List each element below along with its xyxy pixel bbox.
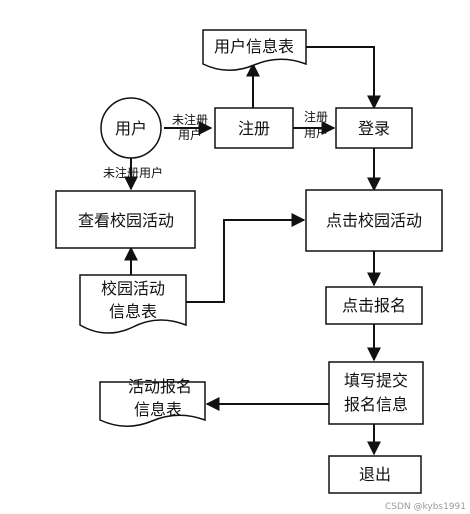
edge-activity-table-to-click (186, 213, 306, 303)
click-signup-label: 点击报名 (342, 296, 406, 315)
click-activity-label: 点击校园活动 (326, 211, 422, 230)
register-node (214, 107, 294, 149)
view-activities-label: 查看校园活动 (78, 211, 174, 230)
exit-node (328, 455, 422, 494)
edge-label-registered-2: 用户 (304, 125, 328, 140)
edge-label-unregistered-1: 未注册 (172, 112, 208, 127)
click-activity-node (305, 189, 443, 252)
signup-table-node (99, 381, 206, 427)
user-node (100, 97, 162, 159)
activity-table-node (79, 274, 187, 334)
user-label: 用户 (115, 119, 147, 138)
view-activities-node (55, 190, 196, 249)
register-label: 注册 (238, 119, 270, 138)
fill-info-node (328, 361, 424, 425)
login-label: 登录 (358, 119, 390, 138)
click-signup-node (325, 286, 423, 325)
edge-user-table-to-login (306, 46, 381, 110)
user-info-table-node (202, 29, 307, 71)
login-node (335, 107, 413, 149)
activity-table-label-2: 信息表 (109, 302, 157, 321)
fill-info-label-1: 填写提交 (344, 371, 408, 390)
activity-table-label-1: 校园活动 (101, 279, 165, 298)
user-info-table-label: 用户信息表 (214, 37, 294, 56)
exit-label: 退出 (359, 465, 391, 484)
edge-label-unregistered-user: 未注册用户 (103, 165, 163, 180)
watermark: CSDN @kybs1991 (384, 502, 466, 512)
fill-info-label-2: 报名信息 (344, 395, 408, 414)
signup-table-label-1: 活动报名 (128, 377, 192, 396)
edge-label-unregistered-2: 用户 (178, 127, 202, 142)
signup-table-label-2: 信息表 (134, 400, 182, 419)
edge-label-registered-1: 注册 (304, 109, 328, 124)
